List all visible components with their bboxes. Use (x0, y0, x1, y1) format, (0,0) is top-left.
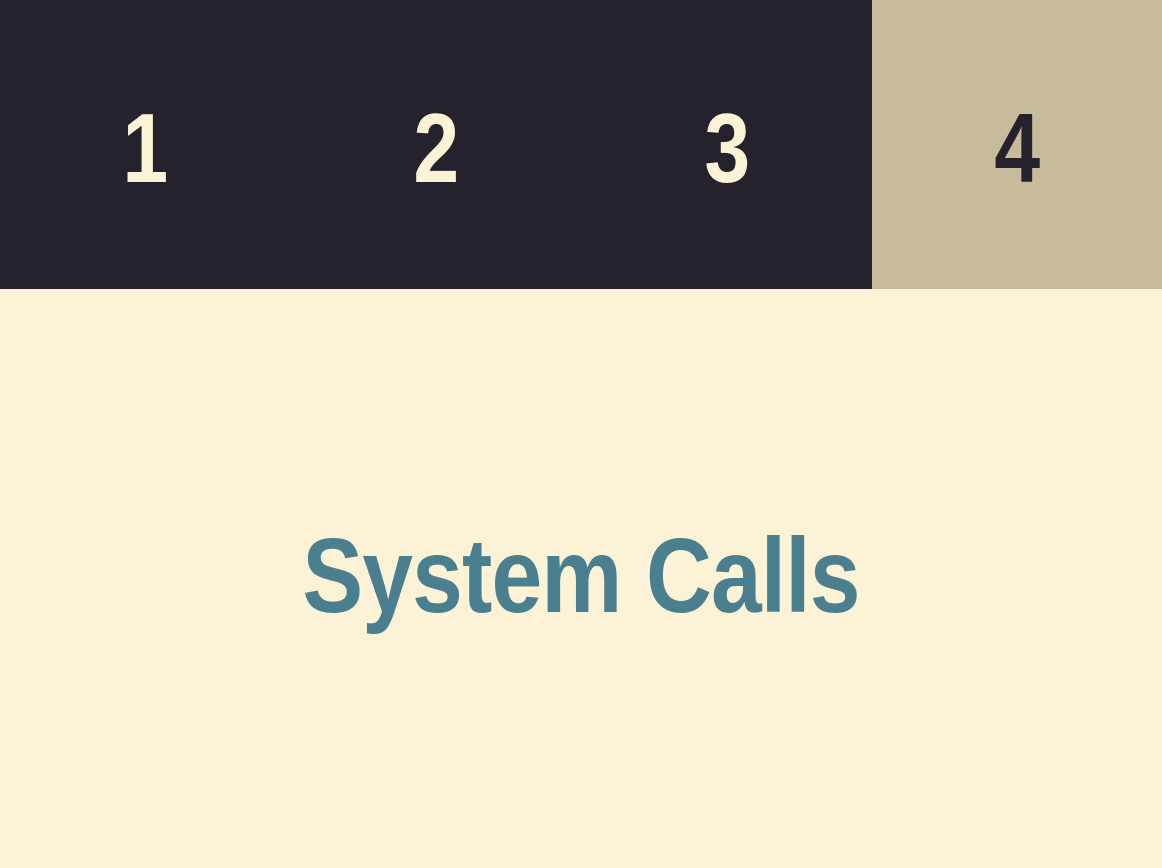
slide-title: System Calls (0, 516, 1162, 638)
step-1: 1 (0, 0, 291, 289)
step-indicator: 1 2 3 4 (0, 0, 1162, 289)
step-4-label: 4 (994, 92, 1040, 203)
step-3: 3 (582, 0, 872, 289)
step-4-current: 4 (872, 0, 1162, 289)
step-2-label: 2 (413, 92, 460, 203)
step-3-label: 3 (704, 92, 750, 203)
step-1-label: 1 (122, 92, 169, 203)
slide-title-text: System Calls (302, 517, 860, 635)
step-2: 2 (291, 0, 582, 289)
